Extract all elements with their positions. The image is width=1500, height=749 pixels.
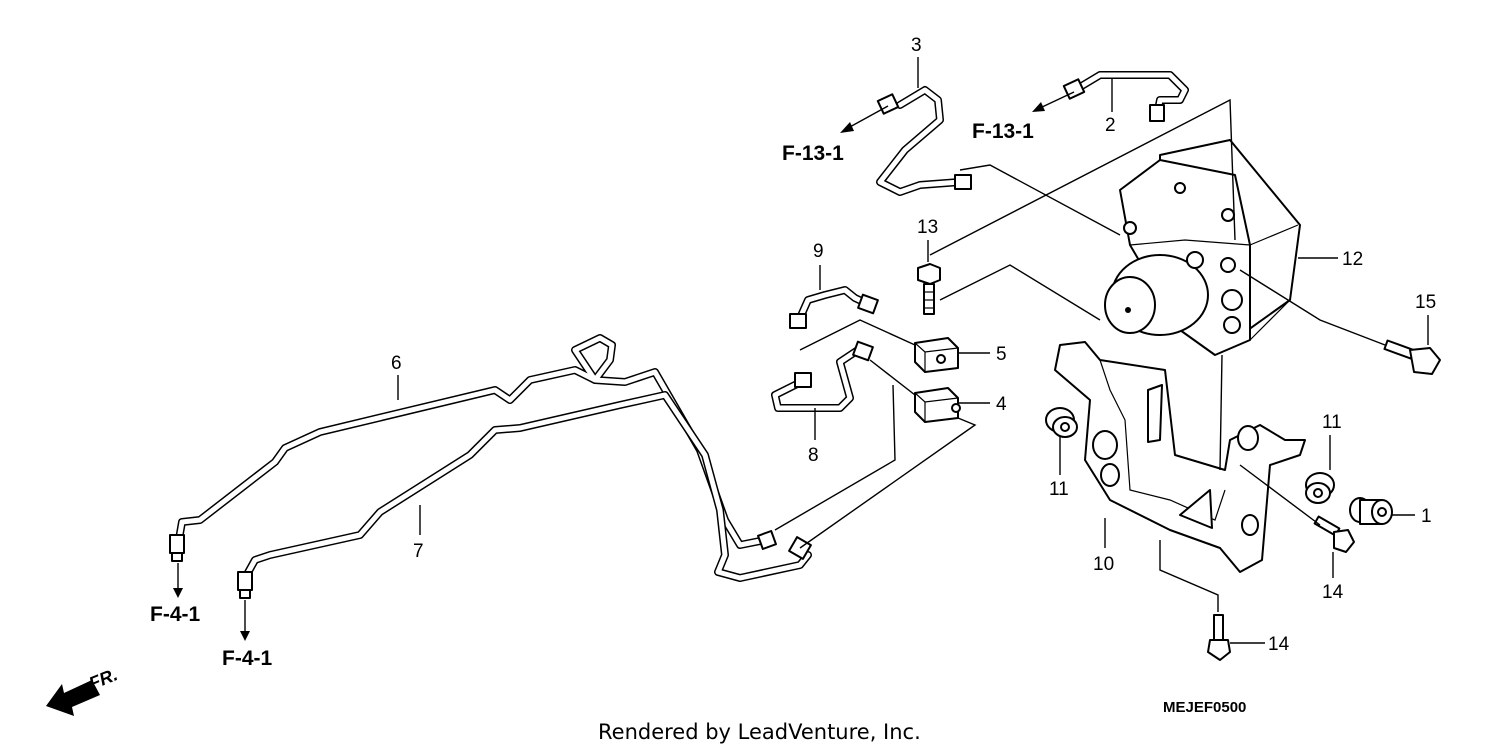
part-number-5: 5 <box>996 344 1007 365</box>
front-direction-arrow: FR. <box>46 664 120 716</box>
part-number-13: 13 <box>917 217 938 238</box>
part-number-10: 10 <box>1093 554 1114 575</box>
pipe-6-end-fitting <box>169 534 185 562</box>
bolt-14-right <box>1313 515 1355 553</box>
ref-f-13-1-left[interactable]: F-13-1 <box>782 142 844 165</box>
brake-pipe-2 <box>1062 71 1189 122</box>
part-number-4: 4 <box>996 394 1007 415</box>
part-number-11-left: 11 <box>1049 479 1069 500</box>
pipe-7-end-fitting <box>237 571 253 599</box>
grommet-11-right <box>1305 472 1335 504</box>
joint-block-4 <box>914 387 961 423</box>
part-number-11-right: 11 <box>1322 412 1342 433</box>
part-number-1: 1 <box>1421 506 1432 527</box>
part-number-14-right: 14 <box>1322 582 1344 603</box>
ref-f-13-1-right[interactable]: F-13-1 <box>972 120 1034 143</box>
leader-lines <box>173 57 1429 644</box>
brake-pipe-9 <box>789 286 879 329</box>
part-number-12: 12 <box>1342 249 1363 270</box>
part-number-labels: 3 2 9 13 5 4 8 6 7 12 15 11 11 1 10 14 1… <box>391 35 1436 655</box>
brake-pipe-3 <box>876 86 972 196</box>
ref-f-4-1-right[interactable]: F-4-1 <box>222 647 272 670</box>
brake-pipe-8 <box>771 340 874 412</box>
bolt-13 <box>917 263 941 315</box>
joint-block-5 <box>914 337 959 373</box>
part-number-3: 3 <box>911 35 922 56</box>
grommet-11-left <box>1045 407 1078 438</box>
ref-f-4-1-left[interactable]: F-4-1 <box>150 603 200 626</box>
brake-pipe-6 <box>174 334 769 549</box>
diagram-code: MEJEF0500 <box>1163 699 1246 716</box>
part-number-7: 7 <box>413 541 424 562</box>
footer-credit: Rendered by LeadVenture, Inc. <box>598 720 921 744</box>
bolt-15 <box>1383 339 1441 375</box>
part-number-9: 9 <box>813 241 824 262</box>
part-number-14-lower: 14 <box>1268 634 1290 655</box>
part-number-8: 8 <box>808 445 819 466</box>
part-number-15: 15 <box>1415 292 1436 313</box>
brake-pipe-7 <box>241 391 812 582</box>
part-number-2: 2 <box>1105 115 1116 136</box>
bolt-14-lower <box>1207 614 1231 661</box>
front-label: FR. <box>86 664 120 693</box>
reference-labels: F-13-1 F-13-1 F-4-1 F-4-1 <box>150 120 1034 670</box>
collar-1 <box>1349 497 1393 525</box>
abs-bracket-10 <box>1054 341 1306 573</box>
part-number-6: 6 <box>391 353 402 374</box>
abs-modulator-12 <box>1104 139 1301 356</box>
pipe-6-flare-nut <box>757 530 777 550</box>
front-arrow-icon <box>46 680 100 716</box>
